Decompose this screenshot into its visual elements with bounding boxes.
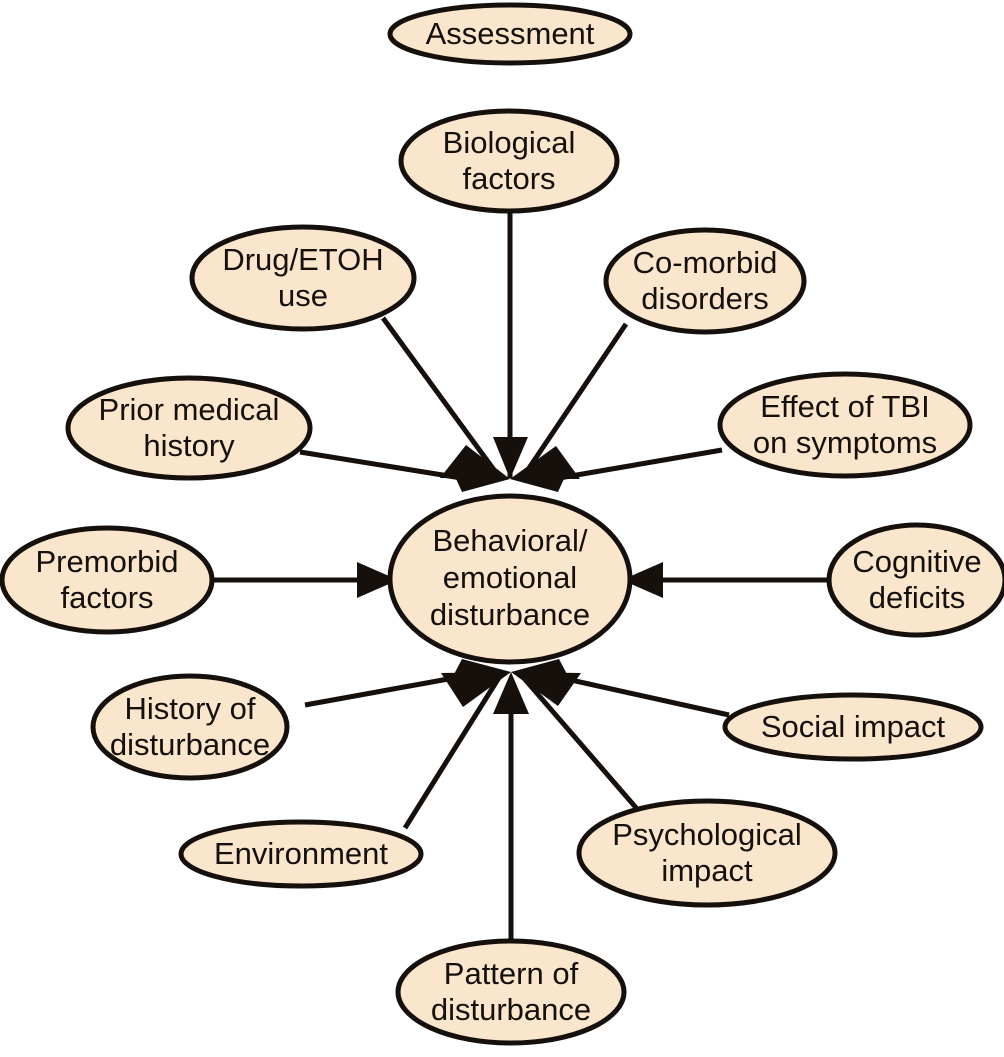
node-co-morbid-disorders-label-line1: Co-morbid	[633, 245, 778, 280]
node-pattern-of-disturbance-label-line1: Pattern of	[444, 956, 579, 991]
arrowhead-drug-etoh-use	[440, 445, 510, 479]
arrowhead-pattern-of-disturbance	[493, 672, 529, 714]
node-co-morbid-disorders[interactable]: Co-morbid disorders	[603, 227, 807, 335]
arrowhead-co-morbid-disorders	[510, 446, 580, 479]
arrowheads-bottom-cluster	[441, 659, 581, 714]
node-effect-of-tbi-on-symptoms-label-line2: on symptoms	[753, 425, 937, 460]
node-effect-of-tbi-on-symptoms[interactable]: Effect of TBI on symptoms	[717, 371, 973, 479]
node-pattern-of-disturbance-shape[interactable]	[395, 938, 627, 1046]
node-biological-factors-label-line1: Biological	[443, 125, 576, 160]
node-prior-medical-history-label-line1: Prior medical	[99, 392, 280, 427]
node-drug-etoh-use-label-line2: use	[278, 278, 328, 313]
node-co-morbid-disorders-shape[interactable]	[603, 227, 807, 335]
node-history-of-disturbance-label-line1: History of	[125, 691, 256, 726]
node-pattern-of-disturbance-label-line2: disturbance	[431, 992, 591, 1027]
arrowhead-biological-factors	[493, 437, 528, 479]
node-environment[interactable]: Environment	[178, 819, 424, 889]
node-behavioral-emotional-disturbance-shape[interactable]	[387, 493, 633, 665]
node-biological-factors-label-line2: factors	[462, 161, 555, 196]
arrowhead-prior-medical-history	[452, 470, 510, 492]
node-pattern-of-disturbance[interactable]: Pattern of disturbance	[395, 938, 627, 1046]
arrowhead-social-impact	[511, 659, 570, 680]
node-effect-of-tbi-on-symptoms-label-line1: Effect of TBI	[760, 389, 929, 424]
arrowhead-cognitive-deficits	[622, 562, 663, 598]
node-environment-shape[interactable]	[178, 819, 424, 889]
node-environment-label-line1: Environment	[214, 836, 388, 871]
node-drug-etoh-use[interactable]: Drug/ETOH use	[189, 224, 417, 332]
node-effect-of-tbi-on-symptoms-shape[interactable]	[717, 371, 973, 479]
node-center-label-line2: emotional	[443, 560, 577, 595]
node-prior-medical-history[interactable]: Prior medical history	[65, 375, 313, 481]
node-biological-factors[interactable]: Biological factors	[398, 108, 620, 214]
node-history-of-disturbance-shape[interactable]	[90, 673, 290, 781]
node-center-label-line1: Behavioral/	[432, 523, 587, 558]
node-social-impact[interactable]: Social impact	[722, 692, 984, 762]
node-premorbid-factors-label-line2: factors	[60, 580, 153, 615]
node-cognitive-deficits-shape[interactable]	[826, 522, 1004, 638]
node-biological-factors-shape[interactable]	[398, 108, 620, 214]
edge-psychological-impact-to-center	[520, 674, 640, 812]
node-premorbid-factors-shape[interactable]	[0, 525, 215, 635]
arrowhead-effect-of-tbi	[510, 470, 568, 492]
node-assessment-shape[interactable]	[387, 2, 633, 66]
node-history-of-disturbance-label-line2: disturbance	[110, 727, 270, 762]
node-prior-medical-history-shape[interactable]	[65, 375, 313, 481]
node-social-impact-shape[interactable]	[722, 692, 984, 762]
arrowhead-psychological-impact	[511, 672, 581, 706]
edge-co-morbid-disorders-to-center	[522, 322, 629, 476]
node-cognitive-deficits-label-line2: deficits	[869, 580, 965, 615]
node-assessment[interactable]: Assessment	[387, 2, 633, 66]
node-premorbid-factors[interactable]: Premorbid factors	[0, 525, 215, 635]
edges-layer	[212, 212, 827, 940]
node-behavioral-emotional-disturbance[interactable]: Behavioral/ emotional disturbance	[387, 493, 633, 665]
node-center-label-line3: disturbance	[430, 597, 590, 632]
node-premorbid-factors-label-line1: Premorbid	[36, 544, 179, 579]
node-drug-etoh-use-label-line1: Drug/ETOH	[222, 242, 383, 277]
node-co-morbid-disorders-label-line2: disorders	[641, 281, 769, 316]
arrowhead-premorbid-factors	[357, 562, 398, 598]
node-psychological-impact-shape[interactable]	[576, 798, 838, 908]
node-cognitive-deficits[interactable]: Cognitive deficits	[826, 522, 1004, 638]
node-assessment-label-line1: Assessment	[426, 16, 595, 51]
arrowheads-top-cluster	[440, 437, 580, 492]
node-social-impact-label-line1: Social impact	[761, 709, 946, 744]
edge-environment-to-center	[402, 674, 503, 830]
node-psychological-impact[interactable]: Psychological impact	[576, 798, 838, 908]
node-cognitive-deficits-label-line1: Cognitive	[852, 544, 981, 579]
arrowheads-side	[357, 562, 663, 598]
node-psychological-impact-label-line1: Psychological	[612, 817, 802, 852]
arrowhead-environment	[441, 672, 511, 707]
node-psychological-impact-label-line2: impact	[661, 853, 753, 888]
node-prior-medical-history-label-line2: history	[143, 428, 235, 463]
node-drug-etoh-use-shape[interactable]	[189, 224, 417, 332]
edge-drug-etoh-use-to-center	[380, 316, 500, 476]
node-history-of-disturbance[interactable]: History of disturbance	[90, 673, 290, 781]
